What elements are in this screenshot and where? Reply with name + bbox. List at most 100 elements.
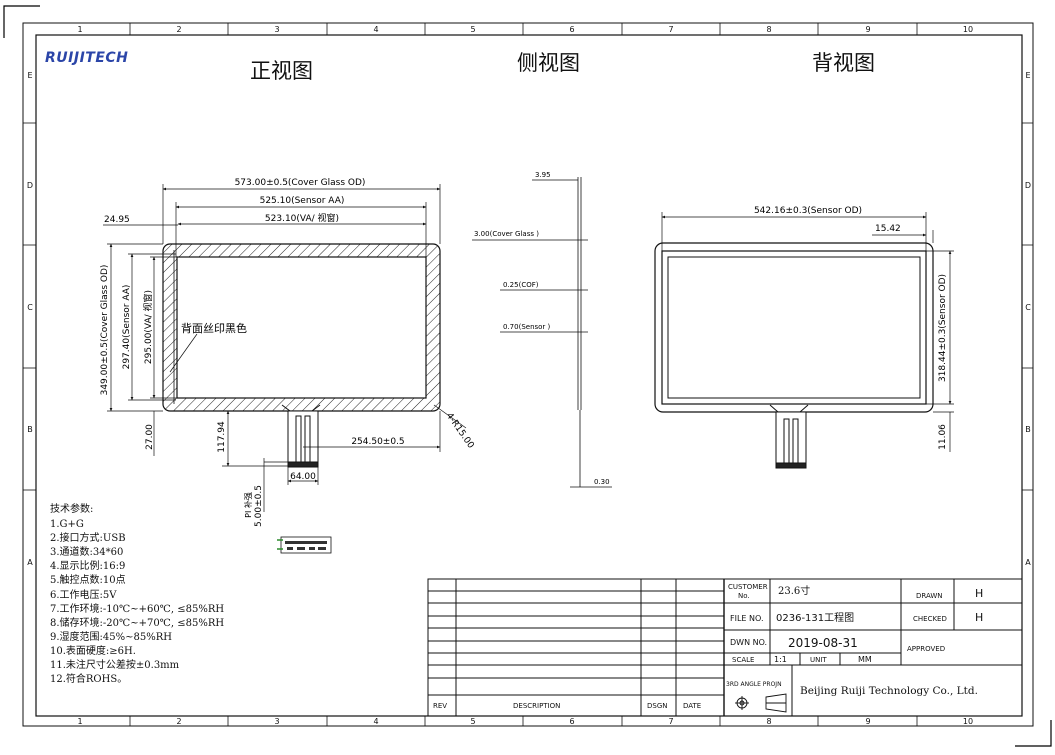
- back-fpc-tail: [769, 404, 809, 469]
- ruler-col: 1: [77, 717, 82, 726]
- connector-detail: [277, 536, 332, 554]
- back-dim-sensor-width: 542.16±0.3(Sensor OD): [754, 206, 862, 216]
- dim-fpc-width: 64.00: [290, 472, 316, 482]
- back-dim-offset: 15.42: [875, 224, 901, 234]
- ruler-row: E: [27, 71, 32, 80]
- ruler-row: B: [27, 425, 33, 434]
- ruler-col: 1: [77, 25, 82, 34]
- spec-item: 12.符合ROHS。: [50, 674, 128, 686]
- dim-va-width: 523.10(VA/ 视窗): [265, 212, 339, 224]
- ruler-col: 6: [569, 25, 574, 34]
- dim-offset-left: 24.95: [104, 215, 130, 225]
- spec-item: 1.G+G: [50, 519, 84, 531]
- ruler-col: 5: [470, 25, 475, 34]
- unit-label: UNIT: [810, 656, 827, 664]
- drawn-value: H: [975, 587, 983, 600]
- ruler-col: 4: [373, 717, 378, 726]
- ruler-col: 9: [865, 25, 870, 34]
- side-dim-cover: 3.00(Cover Glass ): [474, 230, 539, 238]
- approved-label: APPROVED: [907, 645, 945, 653]
- spec-item: 9.湿度范围:45%~85%RH: [50, 631, 172, 643]
- spec-item: 4.显示比例:16:9: [50, 561, 126, 573]
- rev-label: REV: [433, 702, 447, 710]
- customer-label-no: No.: [738, 592, 750, 600]
- fpc-tail: [281, 404, 321, 468]
- date-label: DATE: [683, 702, 701, 710]
- dim-bottom-left: 27.00: [145, 424, 155, 450]
- dim-tail-offset: 254.50±0.5: [351, 437, 404, 447]
- side-view-title: 侧视图: [517, 51, 580, 75]
- side-dim-cof: 0.25(COF): [503, 281, 539, 289]
- side-view: [472, 177, 612, 488]
- dim-tail-height: 117.94: [217, 421, 227, 453]
- spec-item: 6.工作电压:5V: [50, 589, 117, 601]
- description-label: DESCRIPTION: [513, 702, 560, 710]
- spec-item: 8.储存环境:-20℃~+70℃, ≤85%RH: [50, 617, 225, 629]
- ruler-row: D: [27, 181, 33, 190]
- ruler-col: 5: [470, 717, 475, 726]
- ruler-row: C: [27, 303, 33, 312]
- dim-cover-height: 349.00±0.5(Cover Glass OD): [100, 265, 110, 396]
- ruler-col: 8: [766, 25, 771, 34]
- ruler-row: B: [1025, 425, 1031, 434]
- spec-item: 11.未注尺寸公差按±0.3mm: [50, 660, 180, 672]
- back-view: 542.16±0.3(Sensor OD) 15.42 318.44±0.3(S…: [654, 206, 954, 469]
- spec-item: 7.工作环境:-10℃~+60℃, ≤85%RH: [50, 603, 225, 615]
- dim-cover-width: 573.00±0.5(Cover Glass OD): [235, 178, 366, 188]
- title-block: [427, 578, 1023, 717]
- dim-pi-value: 5.00±0.5: [254, 485, 264, 527]
- ruler-col: 4: [373, 25, 378, 34]
- back-sensor-outline: [661, 250, 927, 405]
- projection-symbol-icon: [735, 693, 787, 713]
- customer-value: 23.6寸: [778, 584, 810, 597]
- ruler-columns-top: 1 2 3 4 5 6 7 8 9 10: [77, 25, 973, 34]
- drawn-label: DRAWN: [916, 592, 943, 600]
- title-block-labels: CUSTOMER No. FILE NO. DWN NO. SCALE UNIT…: [433, 583, 947, 710]
- ruler-col: 7: [668, 717, 673, 726]
- ruler-col: 7: [668, 25, 673, 34]
- front-view-title: 正视图: [250, 59, 313, 83]
- ruler-col: 10: [963, 25, 973, 34]
- front-view: 573.00±0.5(Cover Glass OD) 525.10(Sensor…: [100, 178, 476, 554]
- company-name: Beijing Ruiji Technology Co., Ltd.: [800, 685, 978, 697]
- side-dim-tail: 0.30: [594, 478, 610, 486]
- side-dim-sensor: 0.70(Sensor ): [503, 323, 551, 331]
- unit-value: MM: [858, 655, 872, 664]
- outer-frame: [22, 22, 1034, 727]
- back-dim-sensor-height: 318.44±0.3(Sensor OD): [938, 274, 948, 382]
- dim-radius: 4-R15.00: [444, 411, 476, 451]
- ruler-col: 10: [963, 717, 973, 726]
- note-silk-print: 背面丝印黑色: [181, 321, 247, 335]
- back-sensor-inner: [667, 256, 921, 399]
- dwn-value: 2019-08-31: [788, 636, 858, 650]
- dim-sensor-width: 525.10(Sensor AA): [260, 196, 345, 206]
- scale-value: 1:1: [774, 655, 787, 664]
- dim-pi-label: PI 补强: [243, 492, 253, 518]
- ruler-row: A: [27, 558, 33, 567]
- customer-label: CUSTOMER: [728, 583, 768, 591]
- dim-va-height: 295.00(VA/ 视窗): [142, 290, 154, 364]
- ruler-col: 3: [274, 717, 279, 726]
- ruler-row: D: [1025, 181, 1031, 190]
- ruler-rows-left: E D C B A: [27, 71, 33, 567]
- dsgn-label: DSGN: [647, 702, 668, 710]
- company-logo: RUIJITECH: [45, 50, 128, 66]
- ruler-columns-bottom: 1 2 3 4 5 6 7 8 9 10: [77, 717, 973, 726]
- projection-label: 3RD ANGLE PROJN: [726, 681, 782, 688]
- specs-title: 技术参数:: [50, 504, 94, 515]
- ruler-col: 2: [176, 717, 181, 726]
- side-dim-total: 3.95: [535, 171, 551, 179]
- file-value: 0236-131工程图: [776, 612, 854, 624]
- spec-item: 3.通道数:34*60: [50, 547, 124, 559]
- ruler-dividers: [23, 23, 1033, 726]
- back-view-title: 背视图: [812, 51, 875, 75]
- back-dim-bottom: 11.06: [938, 424, 948, 450]
- ruler-col: 6: [569, 717, 574, 726]
- dim-sensor-height: 297.40(Sensor AA): [122, 285, 132, 370]
- title-block-values: 23.6寸 0236-131工程图 2019-08-31 1:1 MM H H …: [774, 584, 983, 697]
- file-label: FILE NO.: [730, 614, 764, 623]
- ruler-rows-right: E D C B A: [1025, 71, 1031, 567]
- ruler-row: C: [1025, 303, 1031, 312]
